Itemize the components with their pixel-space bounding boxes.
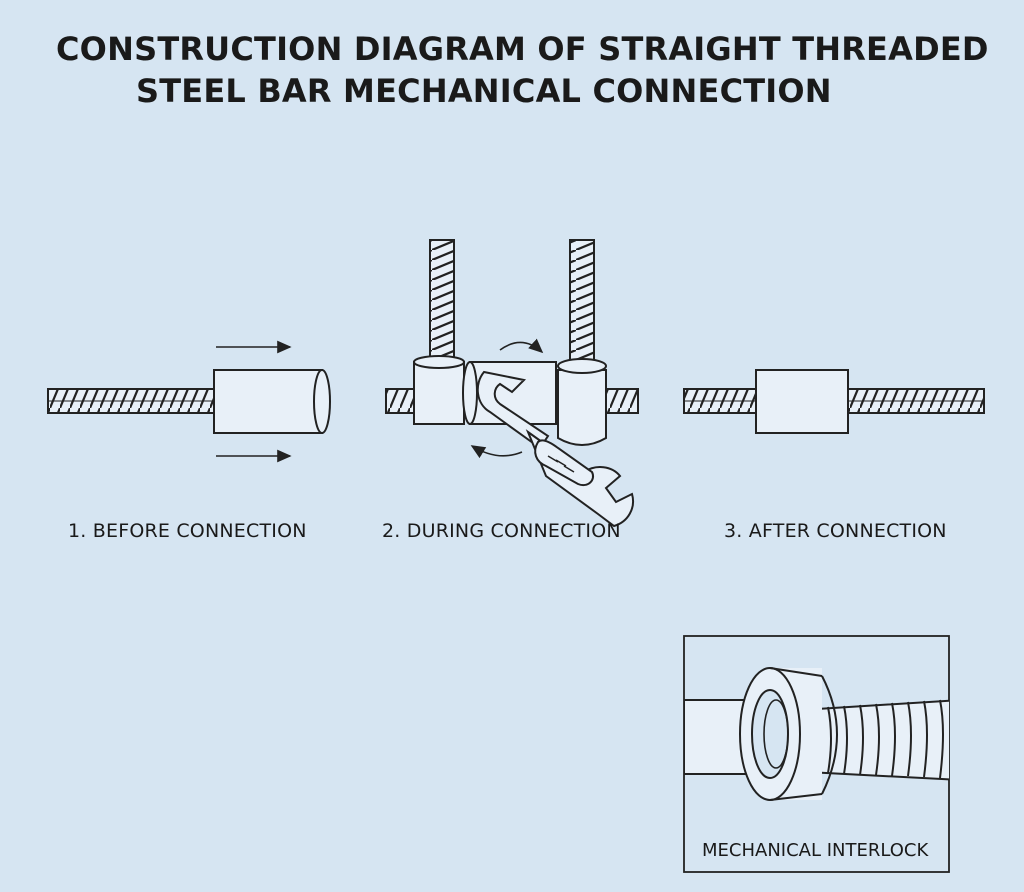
rotation-arrows	[470, 338, 544, 459]
inset-label: MECHANICAL INTERLOCK	[702, 840, 929, 861]
push-arrows	[216, 340, 292, 463]
coupler-right	[557, 358, 607, 446]
stage-1-before	[47, 340, 331, 463]
wrench-icon	[476, 370, 634, 528]
stage-2-label: 2. DURING CONNECTION	[382, 520, 621, 542]
coupler-sleeve	[213, 369, 331, 434]
coupler-installed	[755, 369, 849, 434]
coupler-left	[413, 355, 465, 425]
title-line-2: STEEL BAR MECHANICAL CONNECTION	[136, 72, 832, 110]
inset-interlock	[683, 635, 950, 873]
stage-3-after	[683, 369, 985, 434]
rebar-left	[47, 388, 219, 414]
title-line-1: CONSTRUCTION DIAGRAM OF STRAIGHT THREADE…	[56, 30, 989, 68]
stage-2-during	[385, 239, 639, 528]
rebar-vertical-left	[429, 239, 455, 366]
rebar-vertical-right	[569, 239, 595, 366]
rebar-horizontal	[385, 388, 639, 414]
stage-3-label: 3. AFTER CONNECTION	[724, 520, 947, 542]
stage-1-label: 1. BEFORE CONNECTION	[68, 520, 307, 542]
